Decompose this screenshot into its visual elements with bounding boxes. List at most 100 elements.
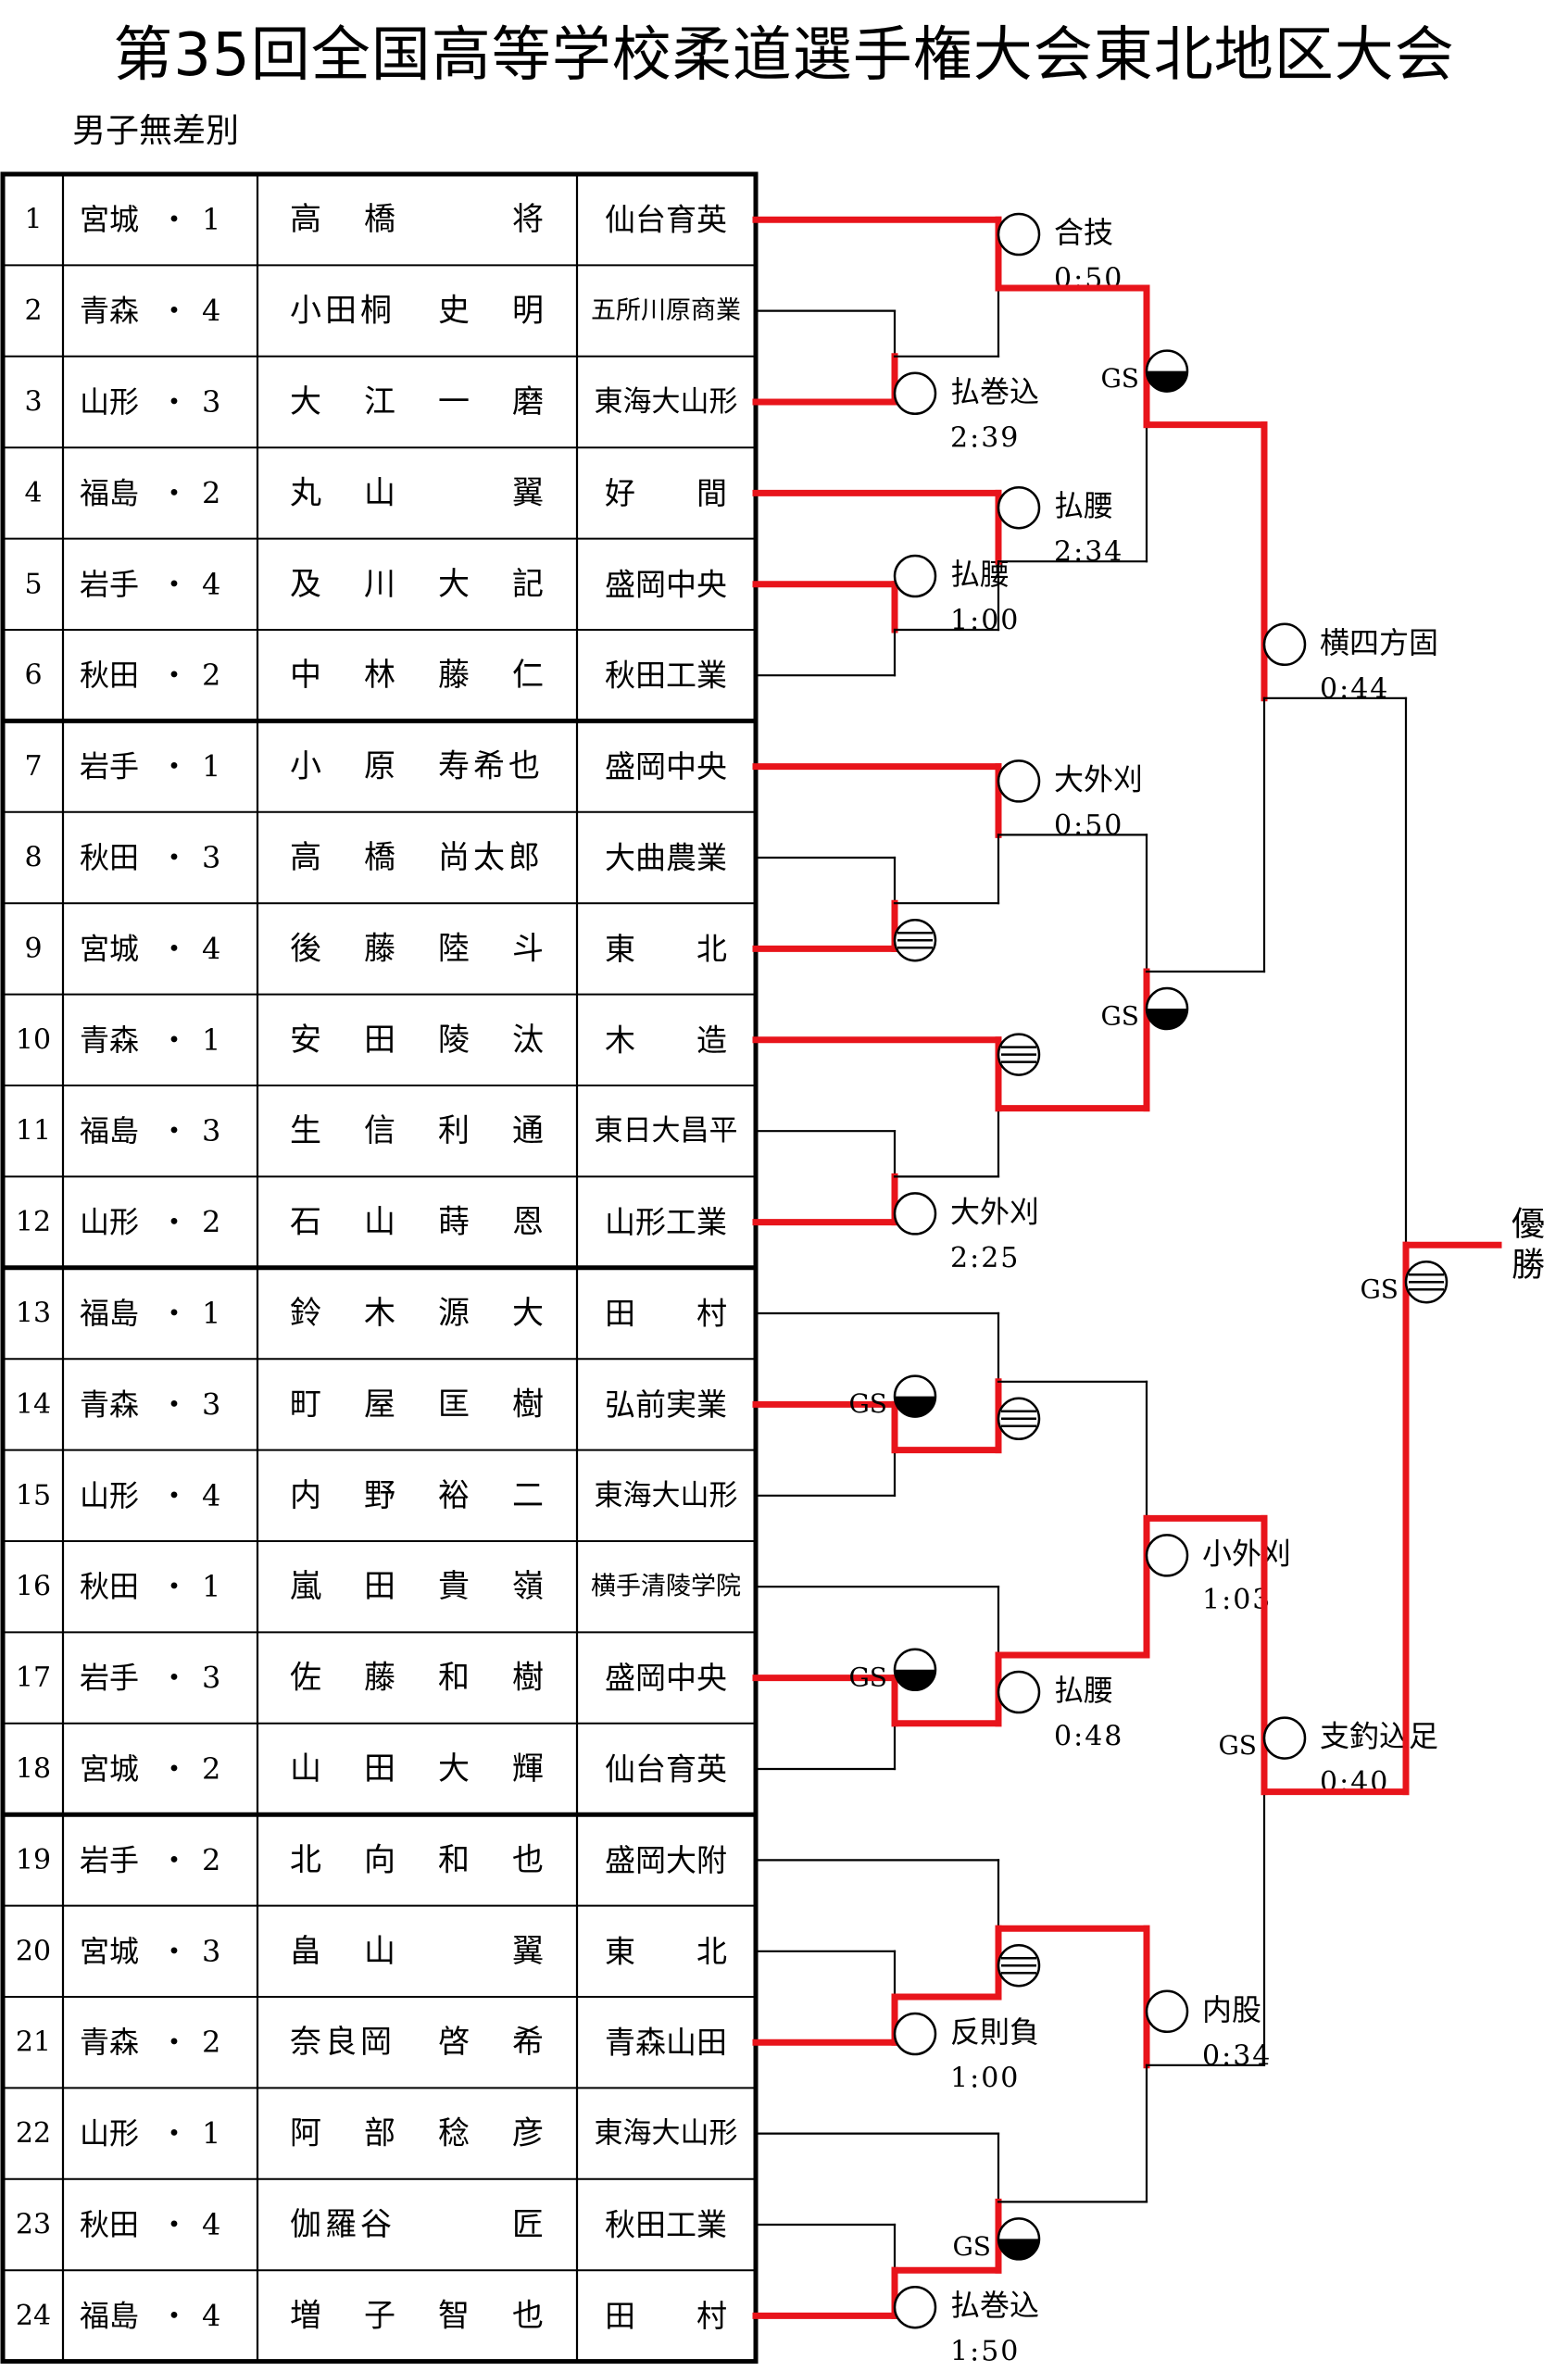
ippon-circle-icon (893, 554, 937, 598)
grade: 1 (202, 749, 220, 784)
player-name-part: 磨 (512, 383, 544, 420)
dot: ・ (159, 202, 189, 237)
prefecture: 秋田 (80, 1569, 139, 1604)
technique-label: 大外刈 (1054, 761, 1143, 797)
player-name-part: 稔 (438, 2115, 470, 2152)
seed-number: 20 (16, 1935, 51, 1967)
player-name-part: 木 (364, 1295, 395, 1332)
player-name-part: 斗 (512, 930, 544, 967)
grade: 3 (202, 1113, 220, 1148)
seed-number: 7 (24, 750, 42, 783)
player-name-part: 嵐 (290, 1568, 321, 1605)
dot: ・ (159, 1296, 189, 1331)
player-name-part: 和 (438, 1841, 470, 1878)
grade: 2 (202, 1842, 220, 1877)
player-name-part: 也 (512, 2297, 544, 2334)
ippon-circle-icon (893, 1192, 937, 1236)
player-name-part: 小 (290, 748, 321, 785)
grade: 1 (202, 1296, 220, 1331)
player-name-part: 田 (364, 1750, 395, 1788)
prefecture: 青森 (80, 294, 139, 329)
player-name-part: 汰 (512, 1022, 544, 1059)
player-name-part: 及 (290, 566, 321, 603)
player-name-part: 大 (438, 566, 470, 603)
grade: 1 (202, 1569, 220, 1604)
player-name-part: 鈴 (290, 1295, 321, 1332)
player-name-part: 陸 (438, 930, 470, 967)
seed-number: 18 (16, 1753, 51, 1786)
seed-number: 23 (16, 2209, 51, 2241)
seed-number: 15 (16, 1479, 51, 1512)
player-name-part: 丸 (290, 474, 321, 511)
dot: ・ (159, 1386, 189, 1422)
seed-number: 13 (16, 1298, 51, 1330)
school-name: 木 造 (605, 1022, 727, 1058)
player-name-part: 川 (364, 566, 395, 603)
player-name-part: 二 (512, 1477, 544, 1514)
grade: 2 (202, 475, 220, 510)
player-name-part: 佐 (290, 1660, 321, 1697)
technique-label: 払巻込 (950, 374, 1039, 409)
technique-label: 内股 (1202, 1992, 1261, 2027)
time-label: 2:34 (1054, 536, 1123, 569)
dot: ・ (159, 567, 189, 602)
seed-number: 24 (16, 2300, 51, 2332)
prefecture: 青森 (80, 1022, 139, 1058)
technique-label: 大外刈 (950, 1194, 1039, 1229)
grade: 3 (202, 1934, 220, 1969)
ippon-circle-icon (997, 759, 1041, 803)
player-name-part: 輝 (512, 1750, 544, 1788)
technique-label: 横四方固 (1320, 625, 1438, 660)
seed-number: 14 (16, 1388, 51, 1421)
grade: 4 (202, 931, 220, 966)
technique-label: 払巻込 (950, 2288, 1039, 2323)
prefecture: 宮城 (80, 931, 139, 966)
golden-score-label: GS (1218, 1730, 1257, 1761)
prefecture: 秋田 (80, 658, 139, 693)
school-name: 盛岡中央 (605, 748, 727, 784)
category-label: 男子無差別 (72, 112, 240, 150)
school-name: 東海大山形 (595, 1479, 738, 1512)
player-name-part: 陵 (438, 1022, 470, 1059)
player-name-part: 子 (364, 2297, 395, 2334)
half-fill (1147, 1009, 1187, 1029)
player-name-part: 増 (290, 2297, 321, 2334)
dot: ・ (159, 1113, 189, 1148)
golden-score-label: GS (848, 1662, 887, 1692)
time-label: 0:48 (1054, 1721, 1123, 1753)
prefecture: 秋田 (80, 840, 139, 875)
player-name-part: 田 (364, 1568, 395, 1605)
dot: ・ (159, 840, 189, 875)
player-name-part: 仁 (512, 657, 544, 694)
school-name: 東海大山形 (595, 2117, 738, 2151)
player-name-part: 明 (512, 293, 544, 330)
prefecture: 宮城 (80, 1751, 139, 1787)
prefecture: 山形 (80, 1478, 139, 1513)
technique-label: 合技 (1054, 215, 1113, 250)
time-label: 1:00 (950, 2063, 1020, 2095)
school-name: 東 北 (605, 931, 727, 967)
player-name-part: 安 (290, 1022, 321, 1059)
player-name-part: 翼 (512, 474, 544, 511)
seed-number: 6 (24, 659, 42, 692)
player-name-part: 山 (364, 474, 395, 511)
time-label: 0:34 (1202, 2039, 1272, 2072)
school-name: 秋田工業 (605, 2207, 727, 2243)
grade: 3 (202, 840, 220, 875)
seed-number: 22 (16, 2117, 51, 2150)
dot: ・ (159, 384, 189, 420)
dot: ・ (159, 2207, 189, 2242)
grade: 4 (202, 1478, 220, 1513)
player-name-part: 橋 (364, 839, 395, 876)
school-name: 東 北 (605, 1933, 727, 1969)
player-name-part: 屋 (364, 1386, 395, 1423)
player-name-part: 田 (364, 1022, 395, 1059)
player-name-part: 山 (364, 1933, 395, 1970)
ippon-circle-icon (893, 2285, 937, 2329)
prefecture: 宮城 (80, 202, 139, 237)
prefecture: 岩手 (80, 567, 139, 602)
player-name-part: 内 (290, 1477, 321, 1514)
golden-score-label: GS (952, 2231, 991, 2262)
prefecture: 山形 (80, 1205, 139, 1240)
player-name-part: 尚太郎 (438, 839, 544, 876)
